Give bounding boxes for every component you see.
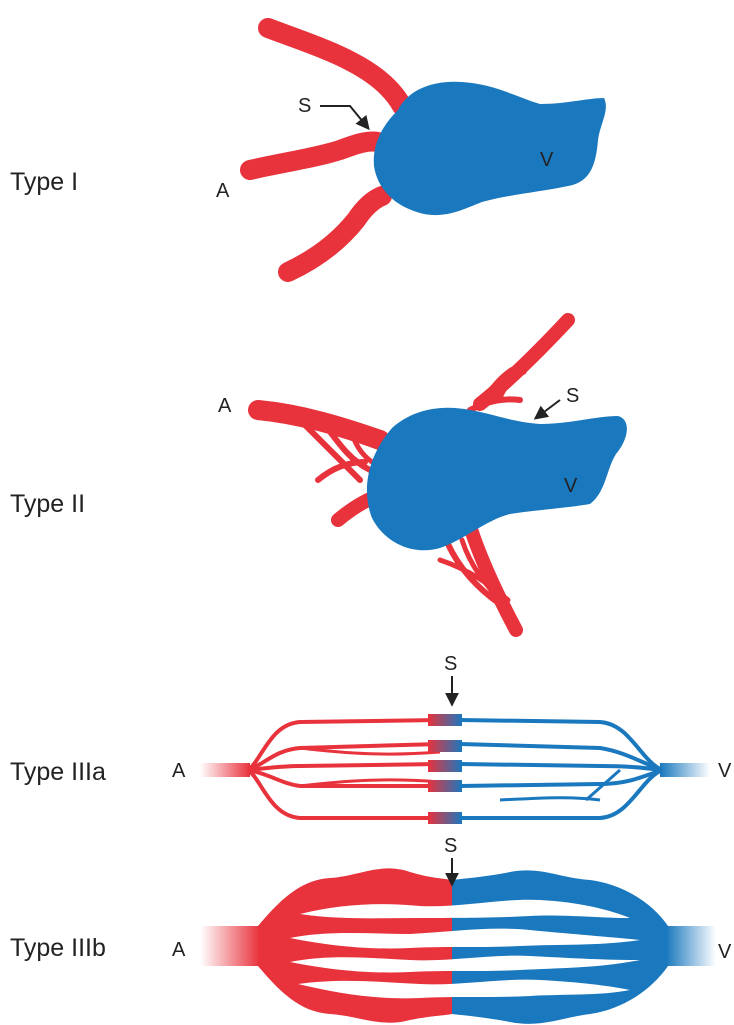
vein-branches bbox=[460, 720, 662, 818]
vein-bundle bbox=[452, 870, 668, 1024]
panel-type-3b: Type IIIb A V S bbox=[10, 835, 732, 1024]
vein-trunk bbox=[666, 926, 716, 966]
type-label: Type I bbox=[10, 168, 78, 196]
panel-type-2: Type II A V S bbox=[10, 320, 627, 630]
panel-type-3a: Type IIIa A V bbox=[10, 653, 732, 824]
type-label: Type II bbox=[10, 490, 85, 518]
type-label: Type IIIb bbox=[10, 934, 106, 962]
type-label: Type IIIa bbox=[10, 758, 106, 786]
artery-marker: A bbox=[172, 939, 186, 961]
varix bbox=[374, 82, 606, 215]
shunt-marker: S bbox=[298, 95, 311, 117]
panel-type-1: Type I A V S bbox=[10, 28, 606, 272]
shunt-arrow bbox=[320, 106, 368, 128]
shunt-points bbox=[428, 714, 462, 824]
shunt-marker: S bbox=[566, 385, 579, 407]
artery-marker: A bbox=[218, 395, 232, 417]
artery-trunk bbox=[200, 763, 250, 777]
artery-marker: A bbox=[172, 760, 186, 782]
artery-branches bbox=[248, 720, 440, 818]
artery-marker: A bbox=[216, 180, 230, 202]
varix bbox=[367, 408, 627, 551]
vein-marker: V bbox=[718, 760, 732, 782]
artery-trunk bbox=[200, 926, 260, 966]
vein-marker: V bbox=[564, 475, 578, 497]
vein-marker: V bbox=[540, 149, 554, 171]
vein-trunk bbox=[660, 763, 710, 777]
shunt-marker: S bbox=[444, 835, 457, 857]
vein-marker: V bbox=[718, 941, 732, 963]
shunt-marker: S bbox=[444, 653, 457, 675]
shunt-arrow bbox=[536, 400, 560, 418]
